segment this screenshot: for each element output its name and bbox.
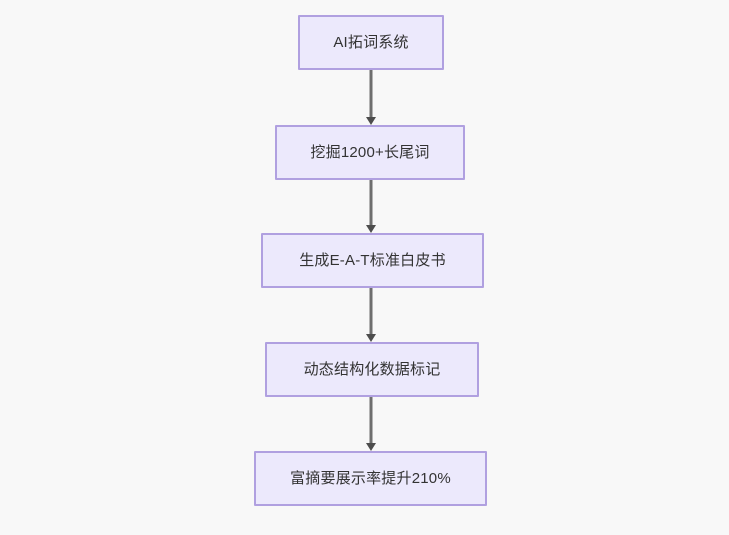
- flow-node-label: 动态结构化数据标记: [303, 360, 441, 378]
- flow-edge-2-to-3: [369, 180, 373, 225]
- flow-node-label: AI拓词系统: [333, 33, 409, 51]
- arrow-down-icon: [366, 334, 376, 342]
- flow-node-label: 生成E-A-T标准白皮书: [299, 251, 446, 269]
- flow-node-mine-longtail-keywords[interactable]: 挖掘1200+长尾词: [275, 125, 465, 180]
- flow-node-label: 富摘要展示率提升210%: [290, 469, 451, 487]
- arrow-down-icon: [366, 225, 376, 233]
- flow-edge-4-to-5: [369, 397, 373, 443]
- flow-edge-3-to-4: [369, 288, 373, 334]
- arrow-down-icon: [366, 117, 376, 125]
- flow-node-dynamic-structured-data-markup[interactable]: 动态结构化数据标记: [265, 342, 479, 397]
- flow-node-label: 挖掘1200+长尾词: [310, 143, 430, 161]
- arrow-down-icon: [366, 443, 376, 451]
- flow-node-rich-snippet-impression-lift[interactable]: 富摘要展示率提升210%: [254, 451, 487, 506]
- flow-node-generate-eat-whitepaper[interactable]: 生成E-A-T标准白皮书: [261, 233, 484, 288]
- flow-node-ai-keyword-system[interactable]: AI拓词系统: [298, 15, 444, 70]
- flow-edge-1-to-2: [369, 70, 373, 117]
